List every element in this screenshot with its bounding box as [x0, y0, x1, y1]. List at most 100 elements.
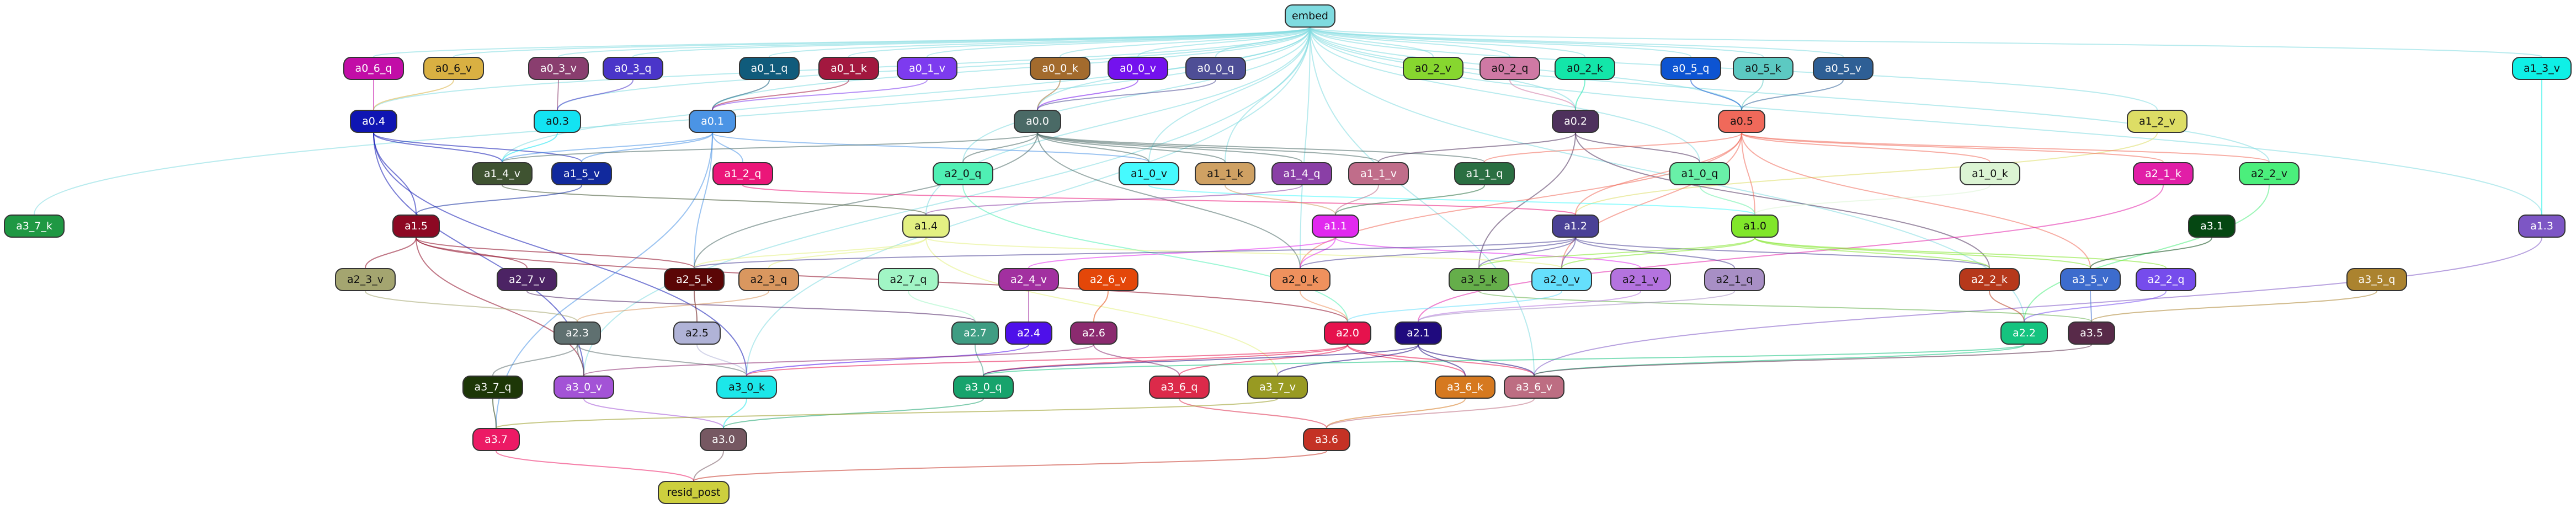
node-a0_4[interactable]: a0.4: [350, 110, 397, 133]
node-a2_0[interactable]: a2.0: [1324, 322, 1371, 345]
node-a0_3[interactable]: a0.3: [534, 110, 581, 133]
edge-a3_7_q-a3_7: [492, 398, 497, 428]
node-a1_2[interactable]: a1.2: [1552, 215, 1599, 238]
edge-embed-a0_6_q: [373, 27, 1311, 57]
node-a2_7_q[interactable]: a2_7_q: [878, 268, 939, 291]
node-a3_0[interactable]: a3.0: [700, 428, 747, 451]
node-a0_5[interactable]: a0.5: [1718, 110, 1765, 133]
node-a0_1_v[interactable]: a0_1_v: [897, 57, 957, 80]
node-a2_5[interactable]: a2.5: [673, 322, 721, 345]
node-a0_6_q[interactable]: a0_6_q: [343, 57, 404, 80]
node-a2_2[interactable]: a2.2: [2000, 322, 2048, 345]
node-a1_0_k[interactable]: a1_0_k: [1960, 162, 2020, 185]
edge-a1_1-a2_4_v: [1028, 237, 1336, 269]
node-a2_6[interactable]: a2.6: [1070, 322, 1117, 345]
node-a0_2_k[interactable]: a0_2_k: [1555, 57, 1615, 80]
edge-embed-a2_0_k: [1300, 27, 1311, 269]
node-a0_2[interactable]: a0.2: [1552, 110, 1599, 133]
node-a0_3_v[interactable]: a0_3_v: [528, 57, 589, 80]
node-a0_3_q[interactable]: a0_3_q: [603, 57, 663, 80]
node-a2_6_v[interactable]: a2_6_v: [1078, 268, 1138, 291]
node-a0_5_k[interactable]: a0_5_k: [1733, 57, 1793, 80]
node-a1_5_v[interactable]: a1_5_v: [551, 162, 612, 185]
node-a1_0[interactable]: a1.0: [1731, 215, 1779, 238]
node-a1_4_v[interactable]: a1_4_v: [472, 162, 533, 185]
node-a3_6_v[interactable]: a3_6_v: [1504, 376, 1564, 399]
node-a1_4[interactable]: a1.4: [902, 215, 950, 238]
node-a1_1_q[interactable]: a1_1_q: [1454, 162, 1515, 185]
node-a3_7_k[interactable]: a3_7_k: [4, 215, 65, 238]
node-a0_1[interactable]: a0.1: [689, 110, 736, 133]
node-a2_4_v[interactable]: a2_4_v: [998, 268, 1059, 291]
edge-a3_7_v-a3_7: [496, 398, 1278, 428]
node-a2_1_k[interactable]: a2_1_k: [2133, 162, 2194, 185]
edge-a1_5-a2_7_v: [416, 237, 528, 269]
node-a3_7[interactable]: a3.7: [472, 428, 520, 451]
node-a0_2_v[interactable]: a0_2_v: [1403, 57, 1463, 80]
node-a0_6_v[interactable]: a0_6_v: [423, 57, 484, 80]
node-a0_1_k[interactable]: a0_1_k: [818, 57, 879, 80]
node-a3_5_q[interactable]: a3_5_q: [2346, 268, 2407, 291]
node-a3_6[interactable]: a3.6: [1303, 428, 1350, 451]
node-a2_2_q[interactable]: a2_2_q: [2136, 268, 2196, 291]
node-a2_2_k[interactable]: a2_2_k: [1959, 268, 2020, 291]
node-a2_7_v[interactable]: a2_7_v: [497, 268, 557, 291]
node-a1_2_q[interactable]: a1_2_q: [712, 162, 773, 185]
node-a1_0_v[interactable]: a1_0_v: [1119, 162, 1179, 185]
node-a1_1_k[interactable]: a1_1_k: [1195, 162, 1255, 185]
edge-embed-a1_0_v: [1148, 27, 1311, 163]
node-a2_2_v[interactable]: a2_2_v: [2239, 162, 2300, 185]
edge-a3_6_v-a3_6: [1326, 398, 1535, 428]
node-a3_5_k[interactable]: a3_5_k: [1449, 268, 1509, 291]
node-a2_4[interactable]: a2.4: [1005, 322, 1052, 345]
node-a2_0_q[interactable]: a2_0_q: [933, 162, 993, 185]
node-a1_1[interactable]: a1.1: [1312, 215, 1359, 238]
node-a0_2_q[interactable]: a0_2_q: [1479, 57, 1540, 80]
node-a1_0_q[interactable]: a1_0_q: [1669, 162, 1730, 185]
node-a1_2_v[interactable]: a1_2_v: [2127, 110, 2188, 133]
node-embed[interactable]: embed: [1285, 4, 1335, 28]
node-a2_3_q[interactable]: a2_3_q: [738, 268, 799, 291]
node-a3_0_v[interactable]: a3_0_v: [553, 376, 614, 399]
node-a2_1[interactable]: a2.1: [1395, 322, 1442, 345]
node-a1_1_v[interactable]: a1_1_v: [1348, 162, 1409, 185]
edge-a2_2_k-a2_2: [1989, 291, 2025, 322]
node-a3_6_k[interactable]: a3_6_k: [1435, 376, 1495, 399]
node-resid_post[interactable]: resid_post: [658, 481, 730, 504]
node-a3_1[interactable]: a3.1: [2188, 215, 2236, 238]
node-a0_1_q[interactable]: a0_1_q: [739, 57, 800, 80]
node-a0_5_q[interactable]: a0_5_q: [1660, 57, 1721, 80]
edge-a0_0_v-a0_0: [1037, 79, 1138, 110]
node-a1_3_v[interactable]: a1_3_v: [2512, 57, 2572, 80]
edge-embed-a1_4_v: [502, 27, 1311, 163]
node-a2_1_q[interactable]: a2_1_q: [1704, 268, 1765, 291]
edge-a0_3_q-a0_3: [557, 79, 634, 110]
node-a0_5_v[interactable]: a0_5_v: [1813, 57, 1874, 80]
node-a1_4_q[interactable]: a1_4_q: [1271, 162, 1332, 185]
edge-a3_0_q-a3_0: [723, 398, 984, 428]
node-a2_1_v[interactable]: a2_1_v: [1610, 268, 1671, 291]
node-a1_5[interactable]: a1.5: [392, 215, 440, 238]
node-a3_7_v[interactable]: a3_7_v: [1247, 376, 1308, 399]
node-a0_0[interactable]: a0.0: [1014, 110, 1061, 133]
node-a0_0_k[interactable]: a0_0_k: [1030, 57, 1090, 80]
node-a3_7_q[interactable]: a3_7_q: [462, 376, 523, 399]
node-a0_0_v[interactable]: a0_0_v: [1108, 57, 1168, 80]
node-a2_5_k[interactable]: a2_5_k: [664, 268, 725, 291]
node-a2_7[interactable]: a2.7: [951, 322, 999, 345]
node-a2_3_v[interactable]: a2_3_v: [335, 268, 396, 291]
node-a3_0_k[interactable]: a3_0_k: [716, 376, 777, 399]
node-a2_3[interactable]: a2.3: [553, 322, 601, 345]
node-a2_0_k[interactable]: a2_0_k: [1270, 268, 1330, 291]
node-a3_5_v[interactable]: a3_5_v: [2060, 268, 2121, 291]
edge-a1_0-a3_5_k: [1478, 237, 1755, 269]
node-a1_3[interactable]: a1.3: [2518, 215, 2566, 238]
node-a3_6_q[interactable]: a3_6_q: [1149, 376, 1210, 399]
node-a3_0_q[interactable]: a3_0_q: [953, 376, 1014, 399]
node-a2_0_v[interactable]: a2_0_v: [1531, 268, 1592, 291]
edge-a2_2_q-a2_2: [2024, 291, 2167, 322]
node-a3_5[interactable]: a3.5: [2068, 322, 2115, 345]
node-a0_0_q[interactable]: a0_0_q: [1185, 57, 1246, 80]
edge-a0_1-a1_2_q: [712, 132, 743, 163]
